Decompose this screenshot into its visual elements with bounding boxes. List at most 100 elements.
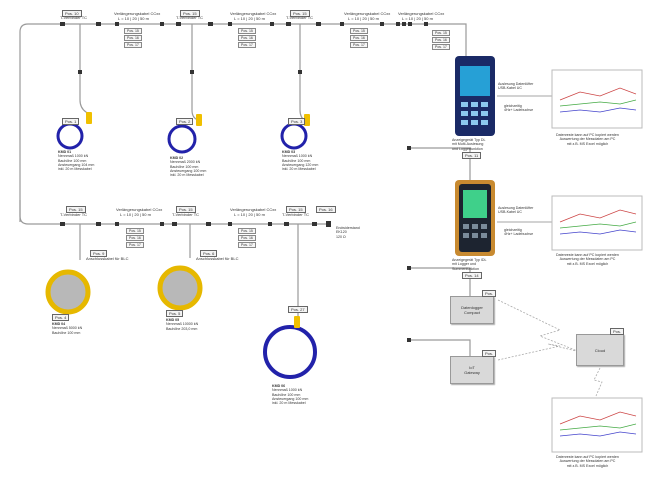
device-idl xyxy=(455,180,495,256)
bottom-pos15-c: Pos. 15 xyxy=(286,206,306,213)
sensor4-name: KMD 04 xyxy=(52,322,66,326)
sensor3-line: Nennmaß 1000 kN xyxy=(282,154,313,159)
top-tverb-label-3: T-Verbinder TC xyxy=(286,15,314,20)
connectors xyxy=(60,22,428,342)
stack-item: Pos. 16 xyxy=(238,35,256,41)
sensor3-desc: KMD 03 Nennmaß 1000 kN Bauhöhe 100 mm An… xyxy=(282,150,318,171)
top-kabel-title-1: Verlängerungskabel CCxx xyxy=(114,11,161,16)
sensor4-desc: KMD 04 Nennmaß 5000 kN Bauhöhe 100 mm xyxy=(52,322,82,335)
stack-item: Pos. 15 xyxy=(238,28,256,34)
lead-datalogger xyxy=(410,267,471,296)
sensor5-desc: KMD 05 Nennmaß 10000 kN Bauhöhe 203,0 mm xyxy=(166,318,198,331)
end-resistor-line: Endwiderstand xyxy=(336,226,360,230)
pc-screen-2-graph xyxy=(551,195,643,251)
sensor27-line: Nennmaß 1000 kN xyxy=(272,388,303,393)
sensor2-line: Nennmaß 2000 kN xyxy=(170,160,201,165)
stack-item: Pos. 16 xyxy=(350,35,368,41)
bottom-pos15-b: Pos. 15 xyxy=(176,206,196,213)
sensor5-line: Bauhöhe 203,0 mm xyxy=(166,326,198,331)
bottom-kabel-title-2: Verlängerungskabel CCxx xyxy=(230,207,277,212)
bottom-pos-stack-1: Pos. 15 Pos. 16 Pos. 17 xyxy=(126,228,144,249)
bottom-pos-stack-2: Pos. 15 Pos. 16 Pos. 17 xyxy=(238,228,256,249)
bottom-pos15-a: Pos. 15 xyxy=(66,206,86,213)
bottom-kabel-len-1: L = 10 | 20 | 50 m xyxy=(120,212,151,217)
stack-item: Pos. 16 xyxy=(432,37,450,43)
top-tverb-label-2: T-Verbinder TC xyxy=(176,15,204,20)
end-resistor-line: 120 Ω xyxy=(336,234,346,239)
device1-note: Datenreste kann auf PC kopiert werden Au… xyxy=(556,133,619,146)
network-links xyxy=(497,299,603,397)
sensor3-line: inkl. 20 m Messkabel xyxy=(282,167,316,172)
top-tverb-label: T-Verbinder TC xyxy=(60,15,88,20)
lead-gateway xyxy=(410,339,471,356)
device2-usb: Auslesung Datenlüfter USB-Kabel UC xyxy=(498,206,534,215)
anschluss-pos: Pos. 9 xyxy=(90,250,108,257)
sensor3-pos: Pos. 3 xyxy=(288,118,306,125)
top-pos-stack-3: Pos. 15 Pos. 16 Pos. 17 xyxy=(350,28,368,49)
end-resistor-pos: Pos. 16 xyxy=(316,206,336,213)
stack-item: Pos. 15 xyxy=(350,28,368,34)
sensor-top-2 xyxy=(167,114,202,154)
top-kabel-len-4: L = 10 | 20 | 50 m xyxy=(402,16,433,21)
sensor27-pos: Pos. 27 xyxy=(288,306,308,313)
pc-screen-3-graph xyxy=(551,397,643,453)
device2-pos: Pos. 14 xyxy=(462,272,482,279)
usb-links xyxy=(497,95,552,223)
sensor1-pos: Pos. 1 xyxy=(62,118,80,125)
device1-akku: gleichzeitig 4Hz+ Ladebuchse xyxy=(504,104,534,113)
anschluss-label: Anschlusskabel für BLC xyxy=(86,256,129,261)
lead-device2 xyxy=(410,147,471,180)
sensor5-pos: Pos. 5 xyxy=(166,310,184,317)
cloud-box: Cloud xyxy=(576,334,624,366)
drop-1 xyxy=(79,24,91,117)
sensor1-name: KMD 01 xyxy=(58,150,72,154)
device1-pos: Pos. 11 xyxy=(462,152,482,159)
sensor2-line: Ansteuergang 100 mm xyxy=(170,168,207,173)
sensor2-line: inkl. 20 m Messkabel xyxy=(170,173,204,178)
sensor-bottom-5 xyxy=(157,265,203,311)
sensor2-desc: KMD 02 Nennmaß 2000 kN Bauhöhe 100 mm An… xyxy=(170,156,206,177)
sensor1-line: Bauhöhe 100 mm xyxy=(58,158,87,163)
stack-item: Pos. 17 xyxy=(238,242,256,248)
sensor5-line: Nennmaß 10000 kN xyxy=(166,322,199,327)
top-kabel-len-2: L = 10 | 20 | 50 m xyxy=(234,16,265,21)
stack-item: Pos. 15 xyxy=(126,228,144,234)
gateway-box: IoT Gateway xyxy=(450,356,494,384)
sensor4-line: Nennmaß 5000 kN xyxy=(52,326,83,331)
top-kabel-title-4: Verlängerungskabel CCxx xyxy=(398,11,445,16)
sensor-bottom-27 xyxy=(263,316,317,379)
device1-name: Anzeigegerät Typ DL mit Multi-Auslesung … xyxy=(452,138,486,151)
gateway-pos: Pos. xyxy=(482,350,497,357)
cable-network xyxy=(19,23,471,356)
datalogger-pos: Pos. xyxy=(482,290,497,297)
end-resistor-desc: Endwiderstand EK120 120 Ω xyxy=(336,226,360,239)
sensor1-desc: KMD 01 Nennmaß 1000 kN Bauhöhe 100 mm An… xyxy=(58,150,94,171)
stack-item: Pos. 16 xyxy=(124,35,142,41)
sensor5-name: KMD 05 xyxy=(166,318,180,322)
bottom-kabel-title-1: Verlängerungskabel CCxx xyxy=(116,207,163,212)
sensor2-pos: Pos. 2 xyxy=(176,118,194,125)
stack-item: Pos. 17 xyxy=(124,42,142,48)
device2-akku: gleichzeitig 4Hz+ Ladebuchse xyxy=(504,228,534,237)
stack-item: Pos. 16 xyxy=(126,235,144,241)
stack-item: Pos. 17 xyxy=(126,242,144,248)
pc-screen-1-graph xyxy=(551,69,643,129)
bottom-note: Datenreste kann auf PC kopiert werden Au… xyxy=(556,455,619,468)
sensor2-name: KMD 02 xyxy=(170,156,184,160)
sensor27-desc: KMD 06 Nennmaß 1000 kN Bauhöhe 100 mm An… xyxy=(272,384,308,405)
sensor27-name: KMD 06 xyxy=(272,384,286,388)
sensor4-pos: Pos. 4 xyxy=(52,314,70,321)
sensor3-line: Bauhöhe 100 mm xyxy=(282,158,311,163)
stack-item: Pos. 16 xyxy=(238,235,256,241)
device2-name: Anzeigegerät Typ IDL mit Logger und Summ… xyxy=(452,258,487,271)
device-dl xyxy=(455,56,495,136)
sensor3-name: KMD 03 xyxy=(282,150,296,154)
sensor27-line: Bauhöhe 100 mm xyxy=(272,392,301,397)
bottom-cable xyxy=(19,200,330,225)
top-cable xyxy=(19,23,432,222)
stack-item: Pos. 17 xyxy=(432,44,450,50)
stack-item: Pos. 15 xyxy=(238,228,256,234)
stack-item: Pos. 15 xyxy=(124,28,142,34)
bottom-tverb-1: T-Verbinder TC xyxy=(60,212,88,217)
